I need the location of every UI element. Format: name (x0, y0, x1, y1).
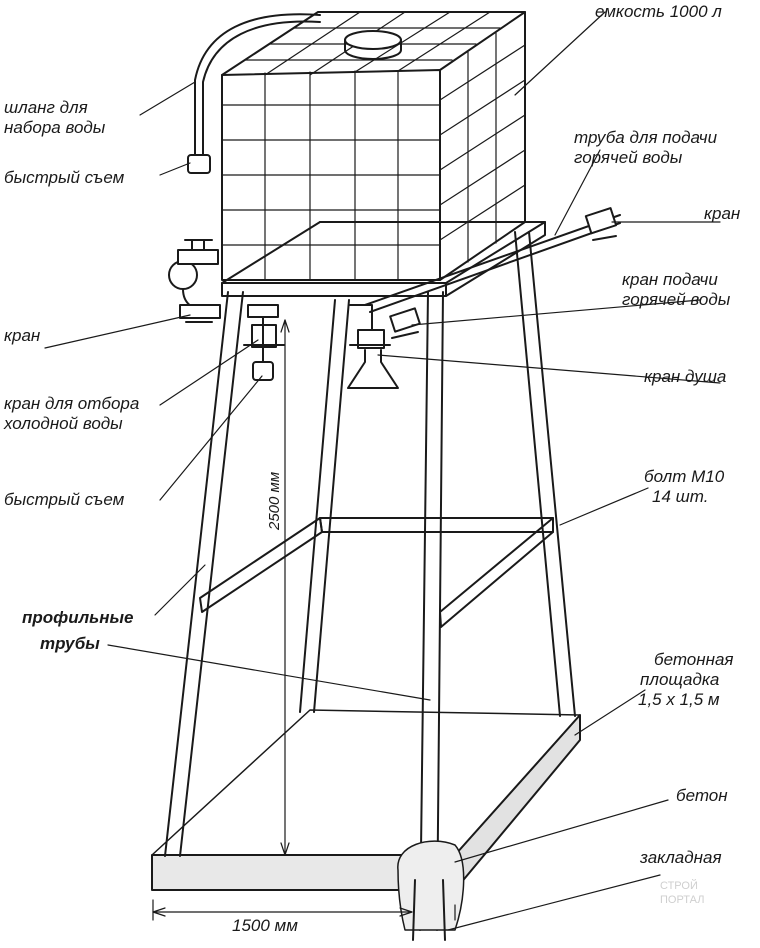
front-leg-left (164, 291, 244, 857)
embedded-footing (397, 840, 465, 941)
label-bolt-line2: 14 шт. (652, 487, 709, 506)
back-leg-left (299, 299, 350, 713)
label-concrete: бетон (676, 786, 728, 805)
mid-braces (199, 517, 554, 628)
left-valve-assembly (168, 239, 285, 381)
top-frame (221, 221, 546, 297)
concrete-pad (151, 709, 581, 891)
label-cold-valve-line2: холодной воды (4, 414, 123, 433)
label-tank: емкость 1000 л (595, 2, 722, 21)
front-leg-right (419, 291, 444, 931)
width-dimension (152, 899, 456, 921)
watermark-line1: СТРОЙ (660, 880, 698, 892)
label-embedded: закладная (640, 848, 722, 867)
label-width-dimension: 1500 мм (232, 916, 298, 935)
watermark-line2: ПОРТАЛ (660, 894, 705, 906)
label-hose-line1: шланг для (4, 98, 88, 117)
label-hot-valve-line1: кран подачи (622, 270, 718, 289)
label-valve-right: кран (704, 204, 741, 223)
label-pad-line1: бетонная (654, 650, 734, 669)
label-pad-line2: площадка (640, 670, 720, 689)
label-cold-valve-line1: кран для отбора (4, 394, 140, 413)
label-profile-line2: трубы (40, 634, 100, 653)
hot-water-pipe (364, 207, 621, 339)
height-dimension (280, 319, 290, 856)
label-profile-line1: профильные (22, 608, 134, 627)
label-bolt-line1: болт М10 (644, 467, 725, 486)
label-hot-pipe-line2: горячей воды (574, 148, 683, 167)
ibc-tank (221, 11, 526, 281)
label-height-dimension: 2500 мм (266, 471, 283, 530)
leader-lines (44, 11, 721, 931)
back-leg-right (514, 231, 576, 717)
label-hot-valve-line2: горячей воды (622, 290, 731, 309)
fill-hose (187, 13, 321, 174)
label-pad-line3: 1,5 х 1,5 м (638, 690, 720, 709)
label-quick-release-bottom: быстрый съем (4, 490, 125, 509)
label-quick-release-top: быстрый съем (4, 168, 125, 187)
shower-head (347, 304, 399, 389)
label-shower-valve: кран душа (644, 367, 727, 386)
label-hot-pipe-line1: труба для подачи (574, 128, 718, 147)
label-valve-left: кран (4, 326, 41, 345)
label-hose-line2: набора воды (4, 118, 106, 137)
